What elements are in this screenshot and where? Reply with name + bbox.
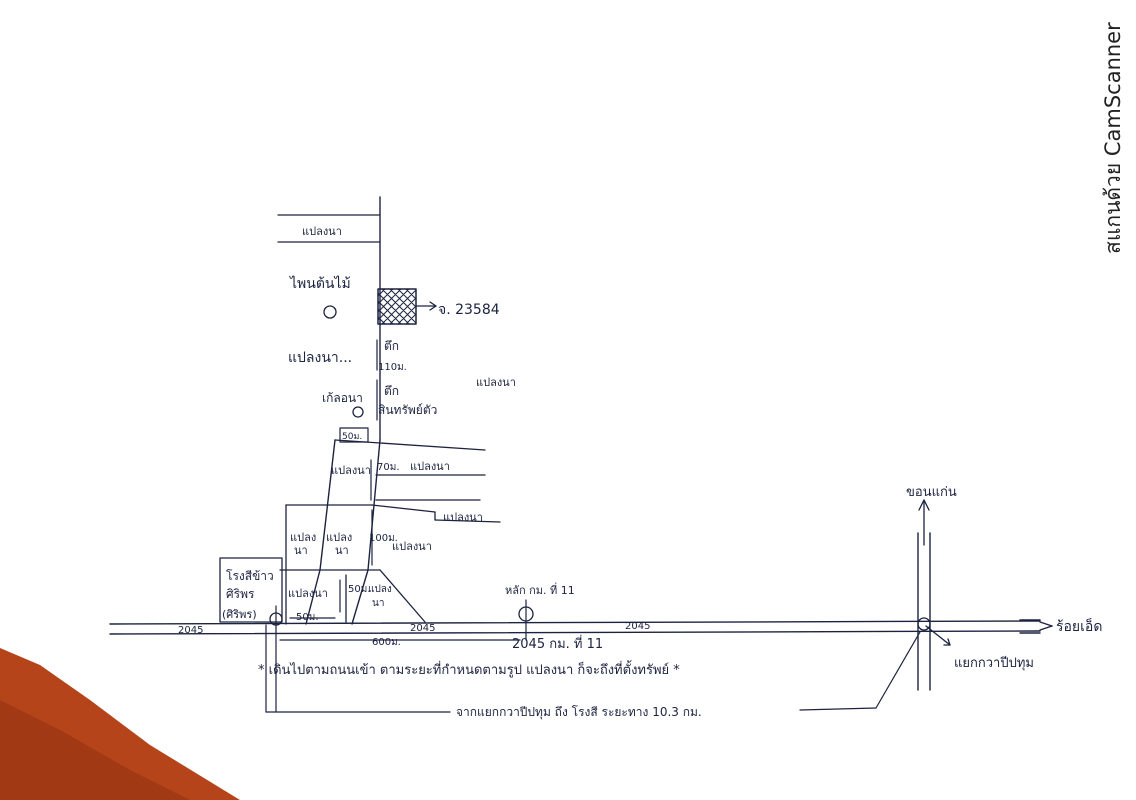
- plot-e2-label: นา: [335, 544, 349, 557]
- factory-label-3: (ศิริพร): [222, 608, 257, 621]
- cross-road: [917, 499, 951, 691]
- building-label-1: ตึก: [384, 339, 399, 353]
- distance-110: 110ม.: [378, 362, 407, 373]
- property-label: สินทรัพย์ตัว: [378, 403, 437, 417]
- desk-shadow: [0, 700, 190, 800]
- subject-parcel: [377, 288, 437, 325]
- plot-e-label: แปลง: [326, 531, 352, 544]
- plot-f-label: แปลงนา: [392, 540, 432, 553]
- route-line: [265, 624, 921, 713]
- plot-a-label: แปลงนา: [331, 464, 371, 477]
- road-number-b: 2045: [410, 623, 435, 634]
- plot-label-top: แปลงนา: [302, 225, 342, 238]
- plot-c-label: แปลงนา: [443, 511, 483, 524]
- highway-2045: [109, 619, 1053, 635]
- building-label-2: ตึก: [384, 384, 399, 398]
- small-structure: [339, 427, 369, 443]
- distance-70: 70ม.: [377, 462, 400, 473]
- dimension-marks: [279, 339, 521, 641]
- north-road-label: ขอนแก่น: [906, 485, 957, 500]
- plot-b-label: แปลงนา: [410, 460, 450, 473]
- route-distance-text: จากแยกกวาปีปทุม ถึง โรงสี ระยะทาง 10.3 ก…: [456, 705, 702, 720]
- land-label-right: แปลงนา: [476, 376, 516, 389]
- parcel-label: จ. 23584: [438, 302, 500, 318]
- well-label: ไพนต้นไม้: [289, 275, 351, 292]
- plot-boundaries: [279, 439, 501, 625]
- intersection-label: แยกกวาปีปทุม: [954, 655, 1034, 671]
- distance-50a: 50ม.: [348, 584, 371, 595]
- plot-h2-label: นา: [372, 598, 384, 609]
- factory-label-1: โรงสีข้าว: [226, 569, 274, 583]
- road-number-a: 2045: [178, 625, 203, 636]
- access-road: [305, 196, 381, 625]
- rice-mill-box: [219, 557, 283, 623]
- distance-100: 100ม.: [369, 533, 398, 544]
- plot-h-label: แปลง: [368, 584, 392, 595]
- scanner-watermark: สแกนด้วย CamScanner: [1101, 22, 1125, 254]
- small-structure-label: 50ม.: [342, 432, 362, 442]
- plot-top: [277, 214, 381, 243]
- distance-50: 50ม.: [296, 612, 319, 623]
- old-well-label: เก้ลอนา: [322, 391, 363, 405]
- km-marker-symbol: [269, 599, 534, 713]
- plot-d2-label: นา: [294, 544, 308, 557]
- km-11-label: 2045 กม. ที่ 11: [512, 635, 603, 652]
- well-symbol: [323, 305, 337, 319]
- instruction-text: * เดินไปตามถนนเข้า ตามระยะที่กำหนดตามรูป…: [258, 660, 680, 678]
- plot-d-label: แปลง: [290, 531, 316, 544]
- land-label-left: แปลงนา...: [288, 350, 352, 366]
- old-well-symbol: [352, 406, 364, 418]
- destination-label: ร้อยเอ็ด: [1056, 617, 1102, 635]
- distance-600: 600ม.: [372, 637, 401, 648]
- km-marker-label: หลัก กม. ที่ 11: [505, 582, 575, 597]
- plot-g-label: แปลงนา: [288, 587, 328, 600]
- road-number-c: 2045: [625, 621, 650, 632]
- factory-label-2: ศิริพร: [226, 587, 255, 601]
